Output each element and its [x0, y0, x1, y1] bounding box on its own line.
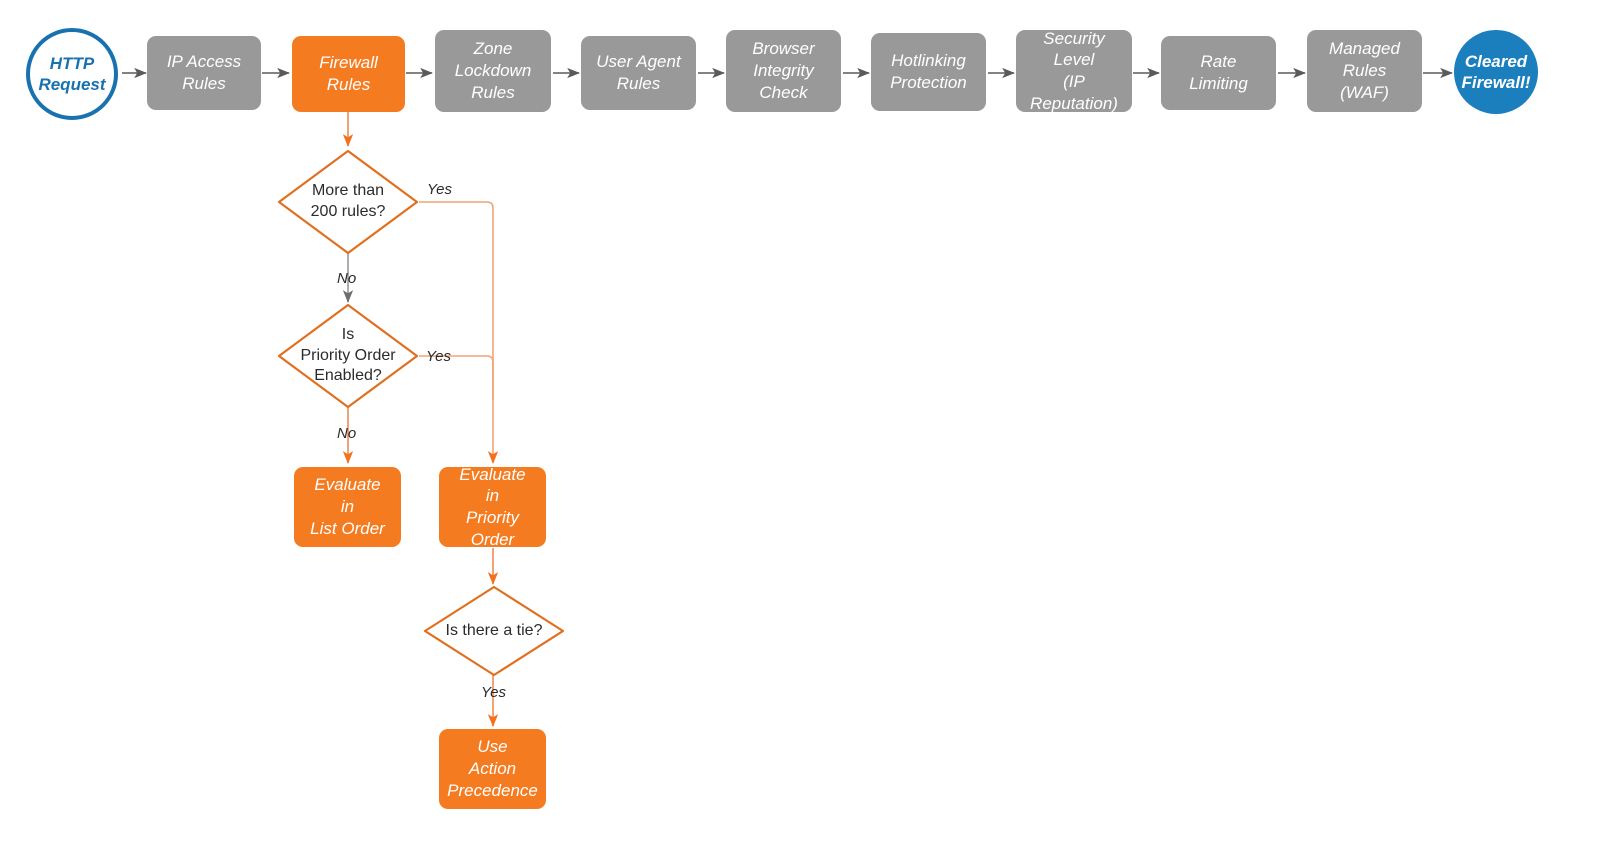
edge-label-rules-no: No: [337, 270, 357, 287]
edge-label-priority-no: No: [337, 425, 357, 442]
decision-label: Is there a tie?: [445, 621, 543, 639]
edge-label-priority-yes: Yes: [426, 348, 452, 365]
node-security-level[interactable]: Security Level (IP Reputation): [1016, 29, 1132, 113]
diamond-shape: [277, 303, 419, 409]
node-evaluate-in-priority-order[interactable]: Evaluate in Priority Order: [439, 465, 546, 549]
node-evaluate-in-list-order[interactable]: Evaluate in List Order: [294, 467, 401, 547]
node-zone-lockdown-rules[interactable]: Zone Lockdown Rules: [435, 30, 551, 112]
node-cleared-firewall[interactable]: Cleared Firewall!: [1454, 30, 1538, 114]
decision-label: More than 200 rules?: [310, 182, 386, 220]
node-hotlinking-protection[interactable]: Hotlinking Protection: [871, 33, 986, 111]
edge-label-rules-yes: Yes: [427, 181, 453, 198]
decision-more-than-200-rules[interactable]: More than 200 rules?: [277, 149, 419, 255]
node-browser-integrity-check[interactable]: Browser Integrity Check: [726, 30, 841, 112]
decision-label: Is Priority Order Enabled?: [300, 325, 396, 385]
edge-label-tie-yes: Yes: [481, 684, 507, 701]
node-user-agent-rules[interactable]: User Agent Rules: [581, 36, 696, 110]
node-firewall-rules[interactable]: Firewall Rules: [292, 36, 405, 112]
diamond-shape: [277, 149, 419, 255]
node-ip-access-rules[interactable]: IP Access Rules: [147, 36, 261, 110]
node-use-action-precedence[interactable]: Use Action Precedence: [439, 729, 546, 809]
node-rate-limiting[interactable]: Rate Limiting: [1161, 36, 1276, 110]
diamond-shape: [423, 585, 565, 677]
decision-is-there-a-tie[interactable]: Is there a tie?: [423, 585, 565, 677]
node-http-request[interactable]: HTTP Request: [26, 28, 118, 120]
decision-is-priority-order-enabled[interactable]: Is Priority Order Enabled?: [277, 303, 419, 409]
node-managed-rules-waf[interactable]: Managed Rules (WAF): [1307, 30, 1422, 112]
